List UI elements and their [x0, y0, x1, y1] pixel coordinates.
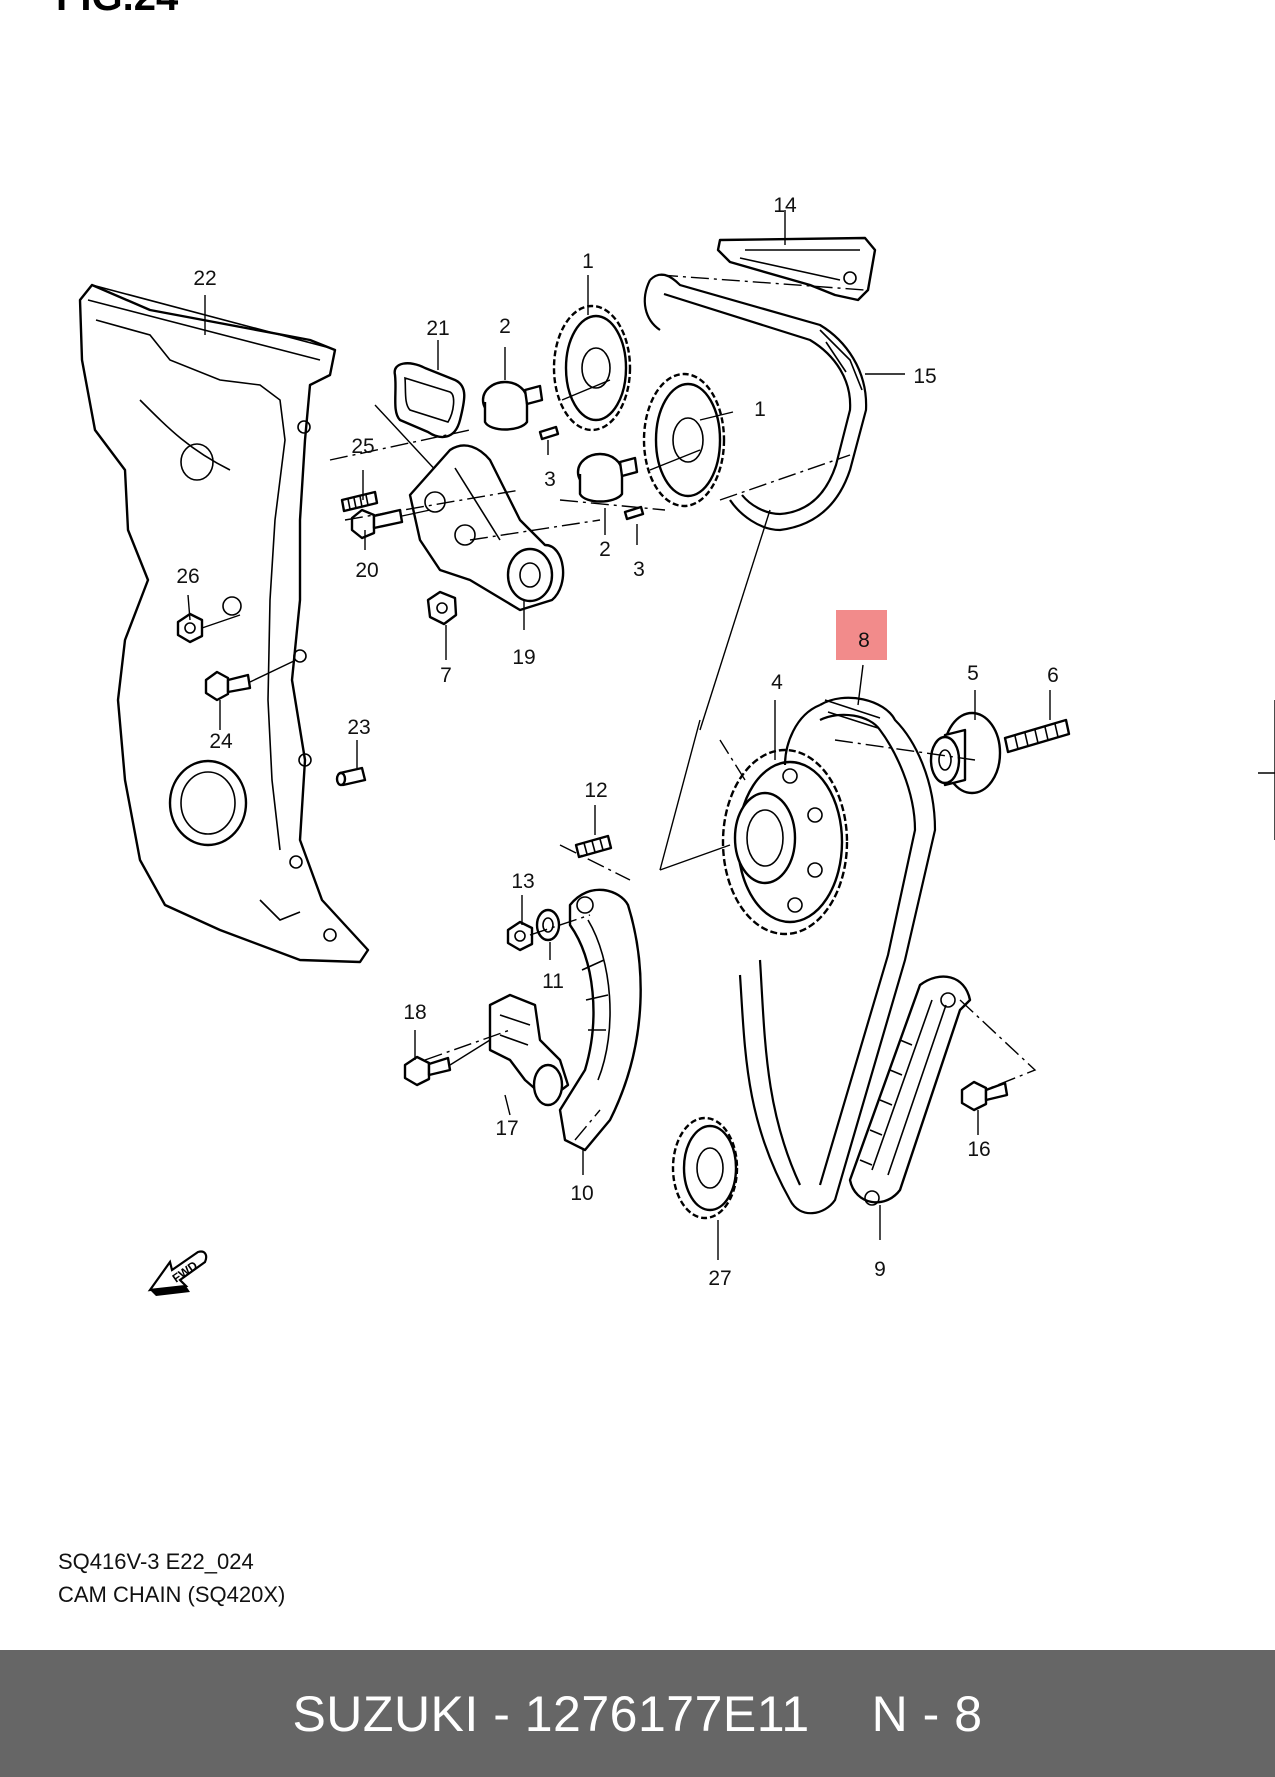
tensioner-arm-part-19 [408, 444, 565, 612]
caption-title: CAM CHAIN (SQ420X) [58, 1582, 286, 1607]
callout-2-upper: 2 [499, 315, 511, 338]
chain-guide-part-14 [716, 236, 877, 302]
tensioner-guide-part-10 [558, 888, 642, 1152]
nut-part-26 [176, 612, 241, 644]
callout-15: 15 [913, 365, 936, 388]
callout-13: 13 [511, 870, 534, 893]
highlight-box-part-8 [836, 610, 887, 660]
callout-4: 4 [771, 671, 783, 694]
stud-part-25 [340, 490, 379, 513]
callout-12: 12 [584, 779, 607, 802]
footer-ref-prefix: N - [871, 1685, 955, 1742]
dowel-pin-part-23 [335, 766, 367, 787]
spacer-part-5 [929, 711, 1002, 795]
callout-19: 19 [512, 646, 535, 669]
callout-25: 25 [351, 435, 374, 458]
callout-3-upper: 3 [544, 468, 556, 491]
fwd-arrow-icon: FWD [147, 1250, 208, 1296]
bolt-part-18 [403, 1039, 491, 1087]
crank-sprocket-part-4 [721, 748, 849, 936]
stud-part-12 [574, 834, 613, 859]
footer-separator: - [478, 1685, 525, 1742]
key-part-3-upper [538, 425, 560, 441]
callout-20: 20 [355, 559, 378, 582]
nut-part-13 [506, 920, 534, 952]
chain-tensioner-part-17 [488, 993, 570, 1107]
callout-26: 26 [176, 565, 199, 588]
callout-24: 24 [209, 730, 233, 753]
upper-cam-chain-part-15 [643, 273, 868, 532]
model-code: SQ416V-3 E22_024 [58, 1549, 254, 1574]
callout-21: 21 [426, 317, 449, 340]
washer-part-11 [535, 908, 561, 942]
callout-9: 9 [874, 1258, 886, 1281]
edge-mark [1258, 700, 1275, 840]
callout-14: 14 [773, 194, 797, 217]
key-part-3-lower [623, 505, 645, 521]
callout-numbers: 22 1 14 21 2 15 1 25 3 2 3 20 26 7 19 8 … [176, 194, 1059, 1290]
callout-22: 22 [193, 267, 216, 290]
callout-3-lower: 3 [633, 558, 645, 581]
callout-18: 18 [403, 1001, 426, 1024]
sprocket-bolt-part-2-upper [481, 380, 544, 431]
callout-17: 17 [495, 1117, 518, 1140]
callout-11: 11 [542, 970, 564, 993]
footer-brand: SUZUKI [292, 1685, 479, 1742]
gasket-part-21 [374, 362, 466, 476]
bolt-part-16 [960, 1080, 1009, 1112]
figure-caption: SQ416V-3 E22_024 CAM CHAIN (SQ420X) [58, 1545, 285, 1611]
cam-sprocket-part-1-lower [642, 372, 726, 508]
nut-part-7 [426, 590, 458, 626]
cam-sprocket-part-1-upper [552, 304, 632, 432]
bolt-part-24 [204, 659, 297, 702]
callout-leaders [187, 210, 1051, 1260]
callout-7: 7 [440, 664, 452, 687]
callout-16: 16 [967, 1138, 990, 1161]
crank-bolt-part-6 [1003, 718, 1071, 754]
timing-cover-part-22 [78, 283, 370, 964]
callout-6: 6 [1047, 664, 1059, 687]
callout-2-lower: 2 [599, 538, 611, 561]
callout-1-upper: 1 [582, 250, 594, 273]
footer-ref-number: 8 [954, 1685, 983, 1742]
footer-bar: SUZUKI - 1276177E11 N - 8 [0, 1650, 1275, 1777]
callout-8: 8 [858, 629, 870, 652]
callout-27: 27 [708, 1267, 731, 1290]
assembly-reference-lines [329, 274, 1037, 1141]
sprocket-bolt-part-2-lower [576, 452, 639, 503]
callout-23: 23 [347, 716, 370, 739]
callout-1-lower: 1 [754, 398, 766, 421]
footer-part-number: 1276177E11 [524, 1685, 810, 1742]
crank-gear-part-27 [671, 1116, 739, 1220]
callout-10: 10 [570, 1182, 593, 1205]
cam-chain-part-8 [738, 696, 937, 1215]
callout-5: 5 [967, 662, 979, 685]
exploded-parts-diagram: FIG.24 [56, 0, 1275, 1296]
figure-label: FIG.24 [56, 0, 179, 19]
